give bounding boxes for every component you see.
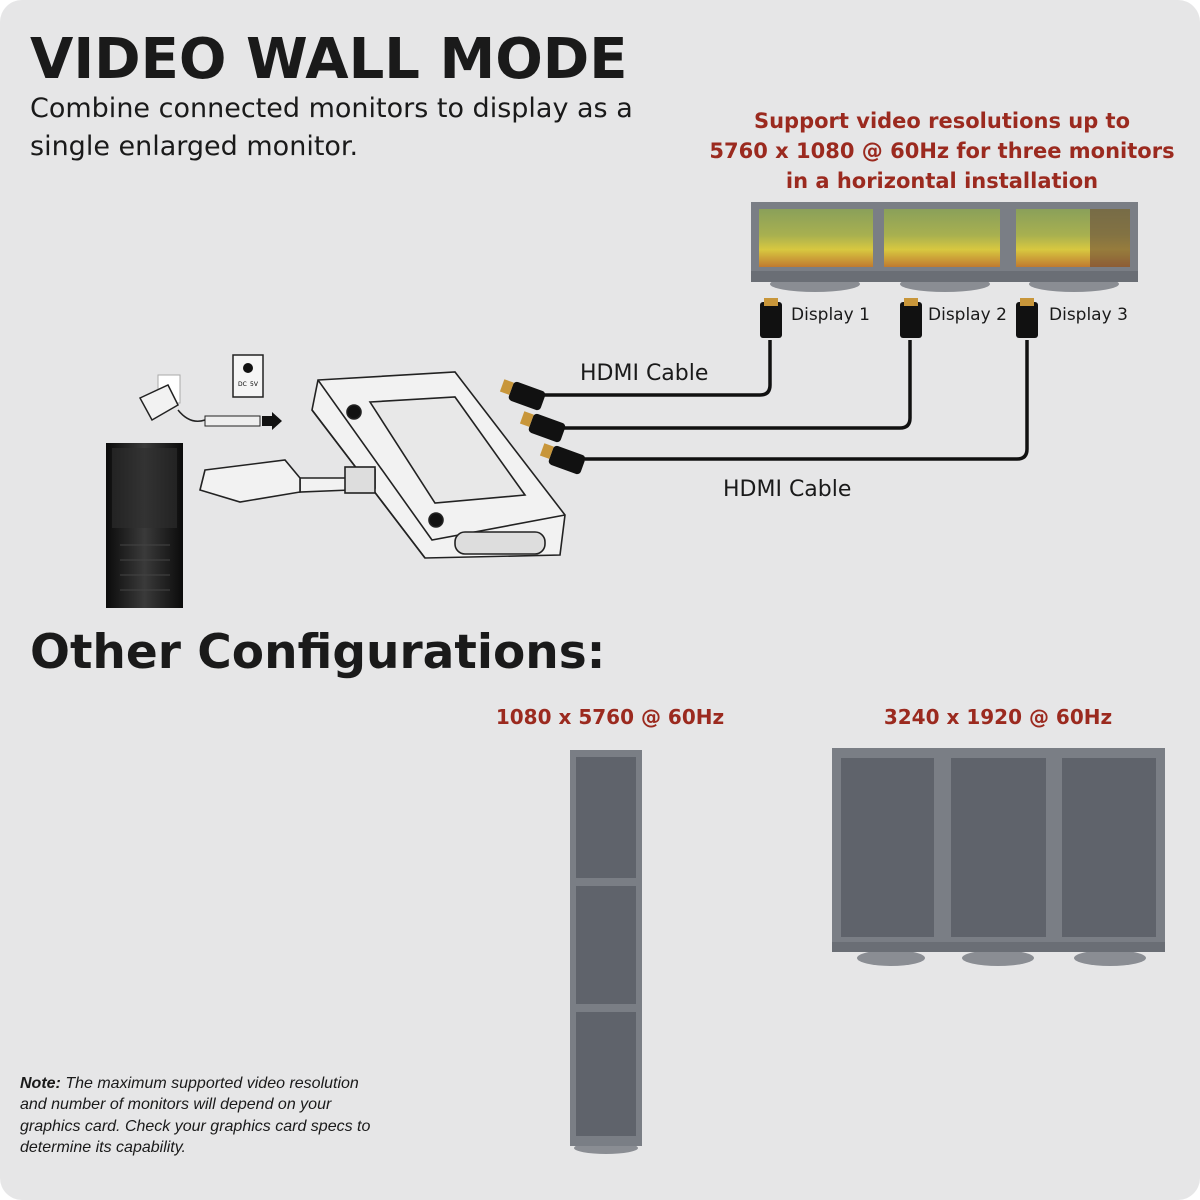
display-label-3: Display 3 bbox=[1049, 305, 1128, 325]
hdmi-cable-label-1: HDMI Cable bbox=[580, 361, 708, 386]
other-configurations-title: Other Configurations: bbox=[30, 625, 605, 680]
note-line: and number of monitors will depend on yo… bbox=[20, 1096, 332, 1113]
monitor-screen bbox=[1062, 758, 1156, 937]
hdmi-cables bbox=[540, 340, 1029, 461]
support-text-line-3: in a horizontal installation bbox=[786, 169, 1098, 193]
portrait-monitor-wall bbox=[832, 748, 1165, 966]
arrow-right-icon bbox=[262, 412, 282, 430]
vertical-monitor-stack bbox=[570, 750, 642, 1154]
svg-text:Note: The maximum supported vi: Note: The maximum supported video resolu… bbox=[20, 1075, 359, 1092]
note-label: Note: bbox=[20, 1075, 61, 1092]
subtitle-line-2: single enlarged monitor. bbox=[30, 131, 358, 162]
computer-tower bbox=[106, 443, 183, 608]
note-line: graphics card. Check your graphics card … bbox=[20, 1118, 370, 1135]
config-vertical-label: 1080 x 5760 @ 60Hz bbox=[496, 705, 724, 729]
hdmi-connector-icons bbox=[499, 298, 1038, 475]
svg-text:DC: DC bbox=[238, 381, 247, 388]
hdmi-plug-icon bbox=[900, 298, 922, 338]
monitor-screen bbox=[951, 758, 1046, 937]
note-line: determine its capability. bbox=[20, 1139, 186, 1156]
support-text-line-2: 5760 x 1080 @ 60Hz for three monitors bbox=[709, 139, 1174, 163]
monitor-screen bbox=[576, 1012, 636, 1136]
hdmi-plug-icon bbox=[760, 298, 782, 338]
subtitle-line-1: Combine connected monitors to display as… bbox=[30, 93, 633, 124]
monitor-screen-2 bbox=[884, 209, 1000, 267]
power-jack-icon bbox=[232, 354, 264, 398]
hdmi-plug-icon bbox=[539, 443, 586, 475]
hdmi-plug-icon bbox=[1016, 298, 1038, 338]
page-title: VIDEO WALL MODE bbox=[30, 27, 628, 92]
monitor-screen bbox=[576, 757, 636, 878]
power-adapter: DC 5V bbox=[138, 354, 282, 430]
monitor-screen bbox=[841, 758, 934, 937]
monitor-screen bbox=[576, 886, 636, 1004]
note: Note: The maximum supported video resolu… bbox=[20, 1075, 370, 1156]
svg-text:5V: 5V bbox=[250, 381, 259, 388]
hdmi-plug-icon bbox=[499, 379, 546, 411]
display-label-2: Display 2 bbox=[928, 305, 1007, 325]
config-horizontal-label: 3240 x 1920 @ 60Hz bbox=[884, 705, 1112, 729]
displayport-connector bbox=[199, 459, 376, 503]
horizontal-monitor-wall bbox=[751, 202, 1138, 292]
video-wall-adapter bbox=[311, 371, 566, 559]
hdmi-cable-label-2: HDMI Cable bbox=[723, 477, 851, 502]
monitor-screen-1 bbox=[759, 209, 873, 267]
hdmi-plug-icon bbox=[519, 411, 566, 443]
support-text-line-1: Support video resolutions up to bbox=[754, 109, 1130, 133]
display-label-1: Display 1 bbox=[791, 305, 870, 325]
